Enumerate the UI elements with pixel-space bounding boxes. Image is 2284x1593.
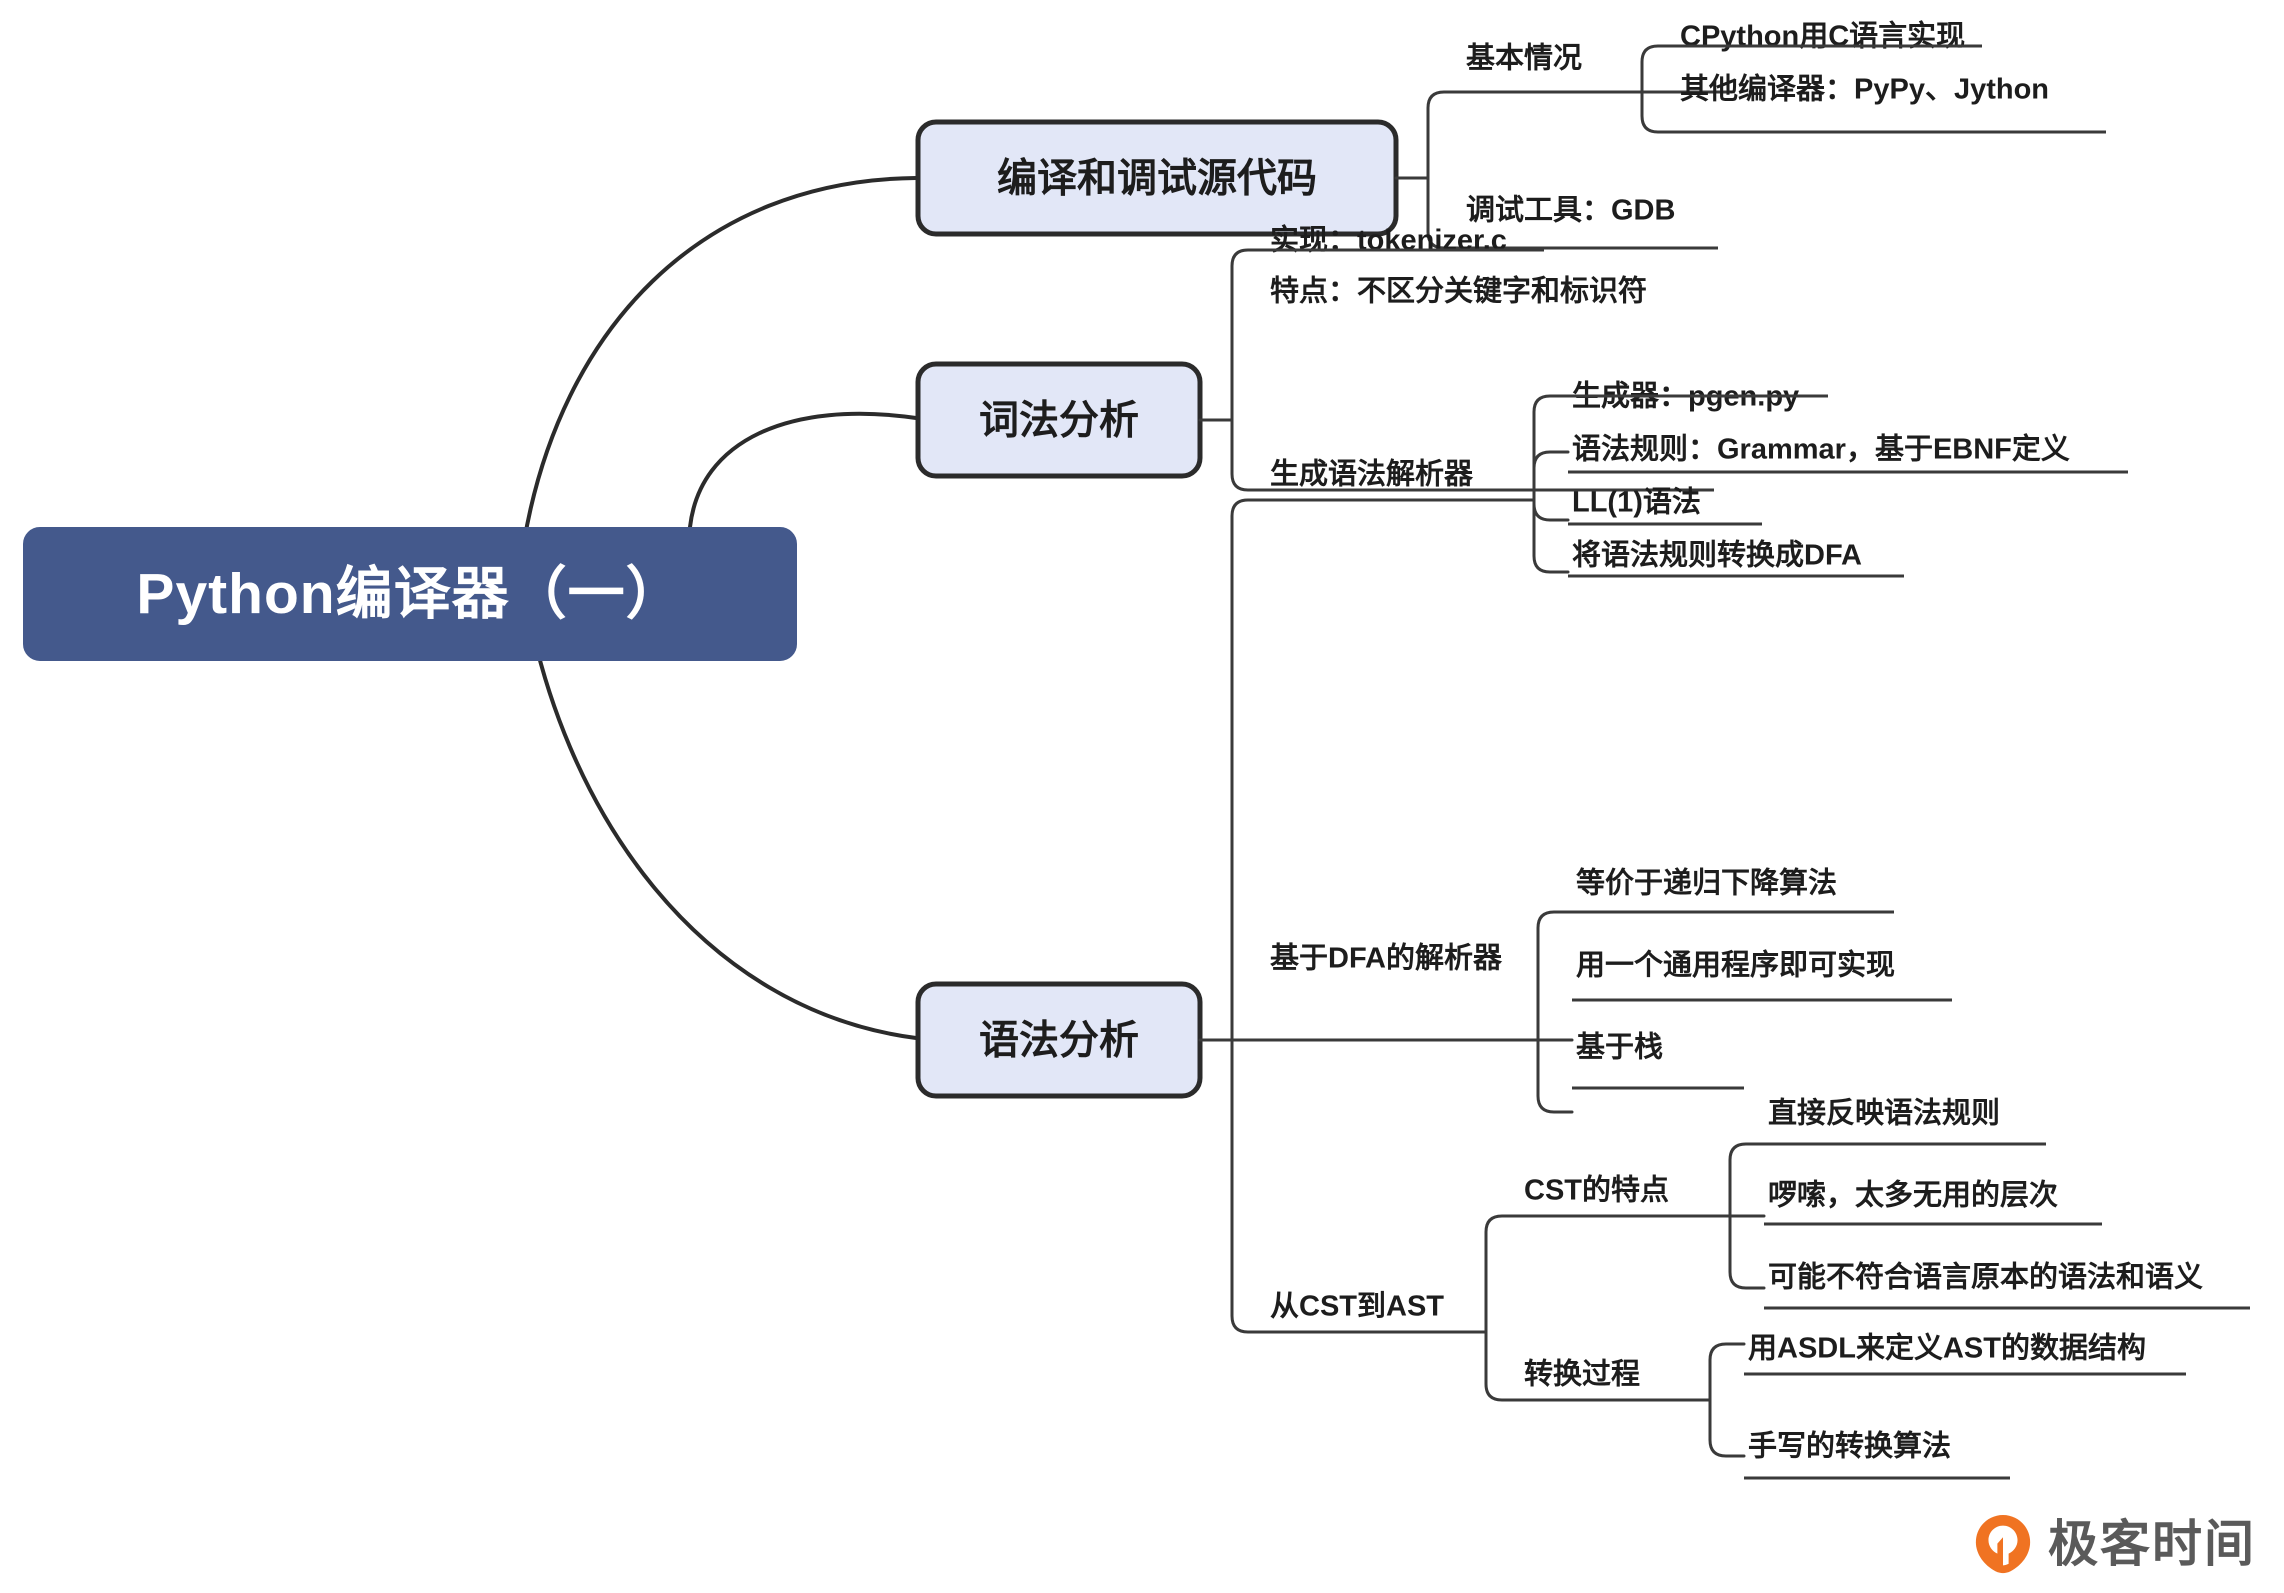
branch-node-2-label: 词法分析	[979, 399, 1139, 443]
root-node[interactable]: Python编译器（一）	[23, 527, 797, 661]
branch-2-child-2[interactable]: 特点：不区分关键字和标识符	[1266, 274, 1714, 492]
branch-1-leaf-1-label: CPython用C语言实现	[1680, 19, 1965, 53]
branch-3-leaf-2-1[interactable]: 等价于递归下降算法	[1572, 866, 1894, 914]
brand-name: 极客时间	[2048, 1516, 2256, 1572]
branch-2-child-1[interactable]: 实现：tokenizer.c	[1266, 223, 1544, 257]
branch-3-leaf-1-2-label: 语法规则：Grammar，基于EBNF定义	[1572, 432, 2070, 466]
branch-group-2: 词法分析 实现：tokenizer.c 特点：不区分关键字和标识符	[915, 223, 1714, 492]
branch-3-leaf-2-3[interactable]: 基于栈	[1572, 1031, 1744, 1090]
branch-2-child-1-label: 实现：tokenizer.c	[1270, 223, 1507, 257]
branch-3-leaf-1-4-label: 将语法规则转换成DFA	[1572, 539, 1862, 572]
branch-3-leaf-3-3[interactable]: 可能不符合语言原本的语法和语义	[1764, 1260, 2250, 1310]
branch-node-1[interactable]: 编译和调试源代码	[915, 119, 1399, 237]
geektime-logo-icon	[1972, 1513, 2034, 1575]
branch-3-leaf-1-2[interactable]: 语法规则：Grammar，基于EBNF定义	[1568, 432, 2128, 474]
branch-3-sub-2-label: 转换过程	[1524, 1358, 1640, 1391]
branch-3-sub-2-leaf-connectors	[1674, 1342, 1746, 1458]
branch-3-child-1[interactable]: 生成语法解析器	[1266, 458, 1516, 502]
branch-3-leaf-1-1[interactable]: 生成器：pgen.py	[1568, 380, 1828, 413]
branch-3-child-2-leaf-connectors	[1502, 910, 1574, 1114]
root-connectors	[522, 176, 918, 1040]
branch-3-child-3-label: 从CST到AST	[1270, 1290, 1444, 1323]
branch-3-leaf-1-3[interactable]: LL(1)语法	[1568, 486, 1762, 526]
branch-3-leaf-4-2[interactable]: 手写的转换算法	[1744, 1429, 2010, 1480]
branch-node-3[interactable]: 语法分析	[915, 981, 1203, 1099]
branch-3-leaf-3-2[interactable]: 啰嗦，太多无用的层次	[1764, 1178, 2102, 1226]
branch-3-leaf-1-4[interactable]: 将语法规则转换成DFA	[1568, 539, 1904, 578]
branch-3-child-2[interactable]: 基于DFA的解析器	[1266, 941, 1520, 1042]
branch-3-child-connectors	[1198, 498, 1268, 1334]
branch-3-child-3[interactable]: 从CST到AST	[1266, 1290, 1468, 1334]
branch-3-child-1-label: 生成语法解析器	[1270, 458, 1474, 491]
root-to-branch-3-connector	[522, 584, 918, 1040]
branch-3-leaf-3-2-label: 啰嗦，太多无用的层次	[1768, 1178, 2058, 1212]
branch-node-1-label: 编译和调试源代码	[997, 157, 1317, 201]
root-to-branch-2-connector	[688, 411, 918, 529]
branch-node-2[interactable]: 词法分析	[915, 361, 1203, 479]
branch-3-sub-2[interactable]: 转换过程	[1520, 1358, 1692, 1402]
root-node-box[interactable]	[23, 527, 797, 661]
branch-1-child-1-label: 基本情况	[1466, 42, 1582, 75]
branch-3-sub-1-label: CST的特点	[1524, 1173, 1669, 1207]
branch-3-leaf-3-3-label: 可能不符合语言原本的语法和语义	[1768, 1260, 2203, 1294]
brand-logo: 极客时间	[1972, 1513, 2256, 1575]
branch-3-leaf-2-1-label: 等价于递归下降算法	[1576, 866, 1837, 900]
branch-1-child-2-label: 调试工具：GDB	[1466, 194, 1675, 227]
branch-3-leaf-4-1-label: 用ASDL来定义AST的数据结构	[1748, 1331, 2146, 1365]
branch-3-leaf-2-3-label: 基于栈	[1576, 1031, 1663, 1064]
branch-group-3: 语法分析 生成语法解析器 生成器：pge	[915, 380, 2250, 1480]
branch-1-child-1[interactable]: 基本情况	[1462, 42, 1730, 94]
branch-1-leaf-2-label: 其他编译器：PyPy、Jython	[1680, 72, 2049, 106]
branch-1-child-connectors	[1394, 90, 1464, 250]
branch-3-leaf-2-2[interactable]: 用一个通用程序即可实现	[1572, 948, 1952, 1002]
branch-1-child-1-leaf-connectors	[1606, 44, 1678, 134]
branch-1-leaf-1[interactable]: CPython用C语言实现	[1676, 19, 1982, 53]
branch-3-child-3-sub-connectors	[1450, 1214, 1522, 1402]
branch-group-1: 编译和调试源代码 基本情况 CPython用C语言实现	[915, 19, 2106, 250]
branch-1-leaf-2[interactable]: 其他编译器：PyPy、Jython	[1676, 72, 2106, 134]
branch-2-child-connectors	[1198, 248, 1268, 492]
branch-3-leaf-4-2-label: 手写的转换算法	[1748, 1429, 1951, 1463]
branch-3-leaf-4-1[interactable]: 用ASDL来定义AST的数据结构	[1744, 1331, 2186, 1376]
branch-1-child-2[interactable]: 调试工具：GDB	[1462, 194, 1718, 250]
branch-3-sub-1[interactable]: CST的特点	[1520, 1173, 1712, 1218]
root-to-branch-1-connector	[522, 176, 918, 544]
branch-3-child-1-leaf-connectors	[1498, 394, 1570, 574]
root-node-label: Python编译器（一）	[136, 562, 683, 626]
branch-3-leaf-2-2-label: 用一个通用程序即可实现	[1576, 948, 1895, 982]
branch-3-leaf-1-3-label: LL(1)语法	[1572, 486, 1701, 519]
branch-3-leaf-3-1[interactable]: 直接反映语法规则	[1764, 1097, 2046, 1146]
branch-3-leaf-3-1-label: 直接反映语法规则	[1768, 1097, 2000, 1130]
branch-node-3-label: 语法分析	[979, 1019, 1139, 1063]
branch-3-sub-1-leaf-connectors	[1694, 1142, 1766, 1290]
branch-2-child-2-label: 特点：不区分关键字和标识符	[1270, 274, 1647, 308]
branch-3-child-2-label: 基于DFA的解析器	[1270, 941, 1503, 975]
